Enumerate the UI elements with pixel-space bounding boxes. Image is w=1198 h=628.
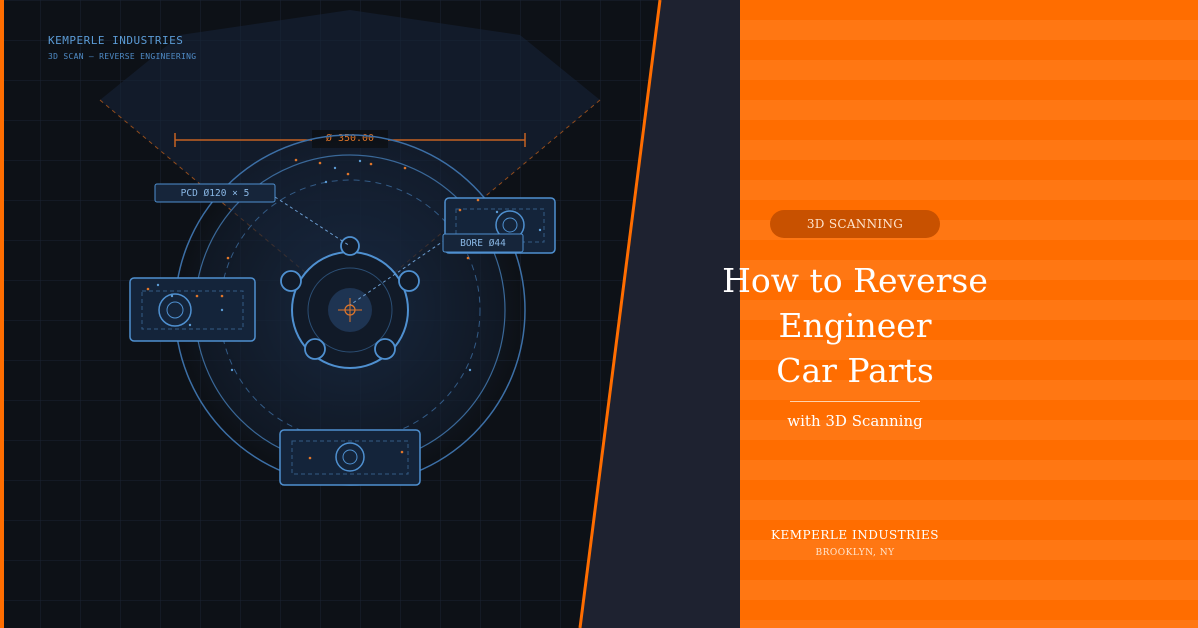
promo-content: 3D SCANNING How to Reverse Engineer Car … bbox=[722, 0, 1198, 628]
bracket-left bbox=[129, 277, 256, 342]
lug-bolt bbox=[398, 270, 420, 292]
subtitle: with 3D Scanning bbox=[787, 412, 923, 430]
lug-bolt bbox=[374, 338, 396, 360]
company-name: KEMPERLE INDUSTRIES bbox=[771, 528, 939, 542]
lug-bolt bbox=[304, 338, 326, 360]
headline-line: Car Parts bbox=[776, 351, 934, 390]
divider-band bbox=[580, 0, 740, 628]
pcd-label: PCD Ø120 × 5 bbox=[181, 188, 250, 199]
point-cloud bbox=[146, 158, 480, 460]
title-divider bbox=[790, 401, 920, 402]
lug-bolt bbox=[280, 270, 302, 292]
bracket-bottom bbox=[279, 429, 421, 486]
left-accent-bar bbox=[0, 0, 4, 628]
pcd-callout bbox=[154, 183, 276, 203]
brand-name: KEMPERLE INDUSTRIES bbox=[48, 34, 184, 47]
bore-leader bbox=[349, 239, 446, 306]
company-location: BROOKLYN, NY bbox=[815, 548, 895, 558]
headline: How to Reverse Engineer Car Parts bbox=[720, 258, 990, 393]
divider-edge bbox=[578, 0, 662, 628]
bore-callout bbox=[442, 233, 524, 253]
orange-panel bbox=[740, 0, 1198, 628]
lug-bolt bbox=[340, 236, 360, 256]
brand-subtitle: 3D SCAN — REVERSE ENGINEERING bbox=[48, 52, 197, 61]
headline-line: Engineer bbox=[778, 306, 932, 345]
hub-inner-ring bbox=[307, 267, 393, 353]
pcd-leader bbox=[274, 196, 351, 247]
bore-label: BORE Ø44 bbox=[460, 238, 506, 249]
headline-line: How to Reverse bbox=[722, 261, 988, 300]
category-tag: 3D SCANNING bbox=[770, 210, 940, 238]
